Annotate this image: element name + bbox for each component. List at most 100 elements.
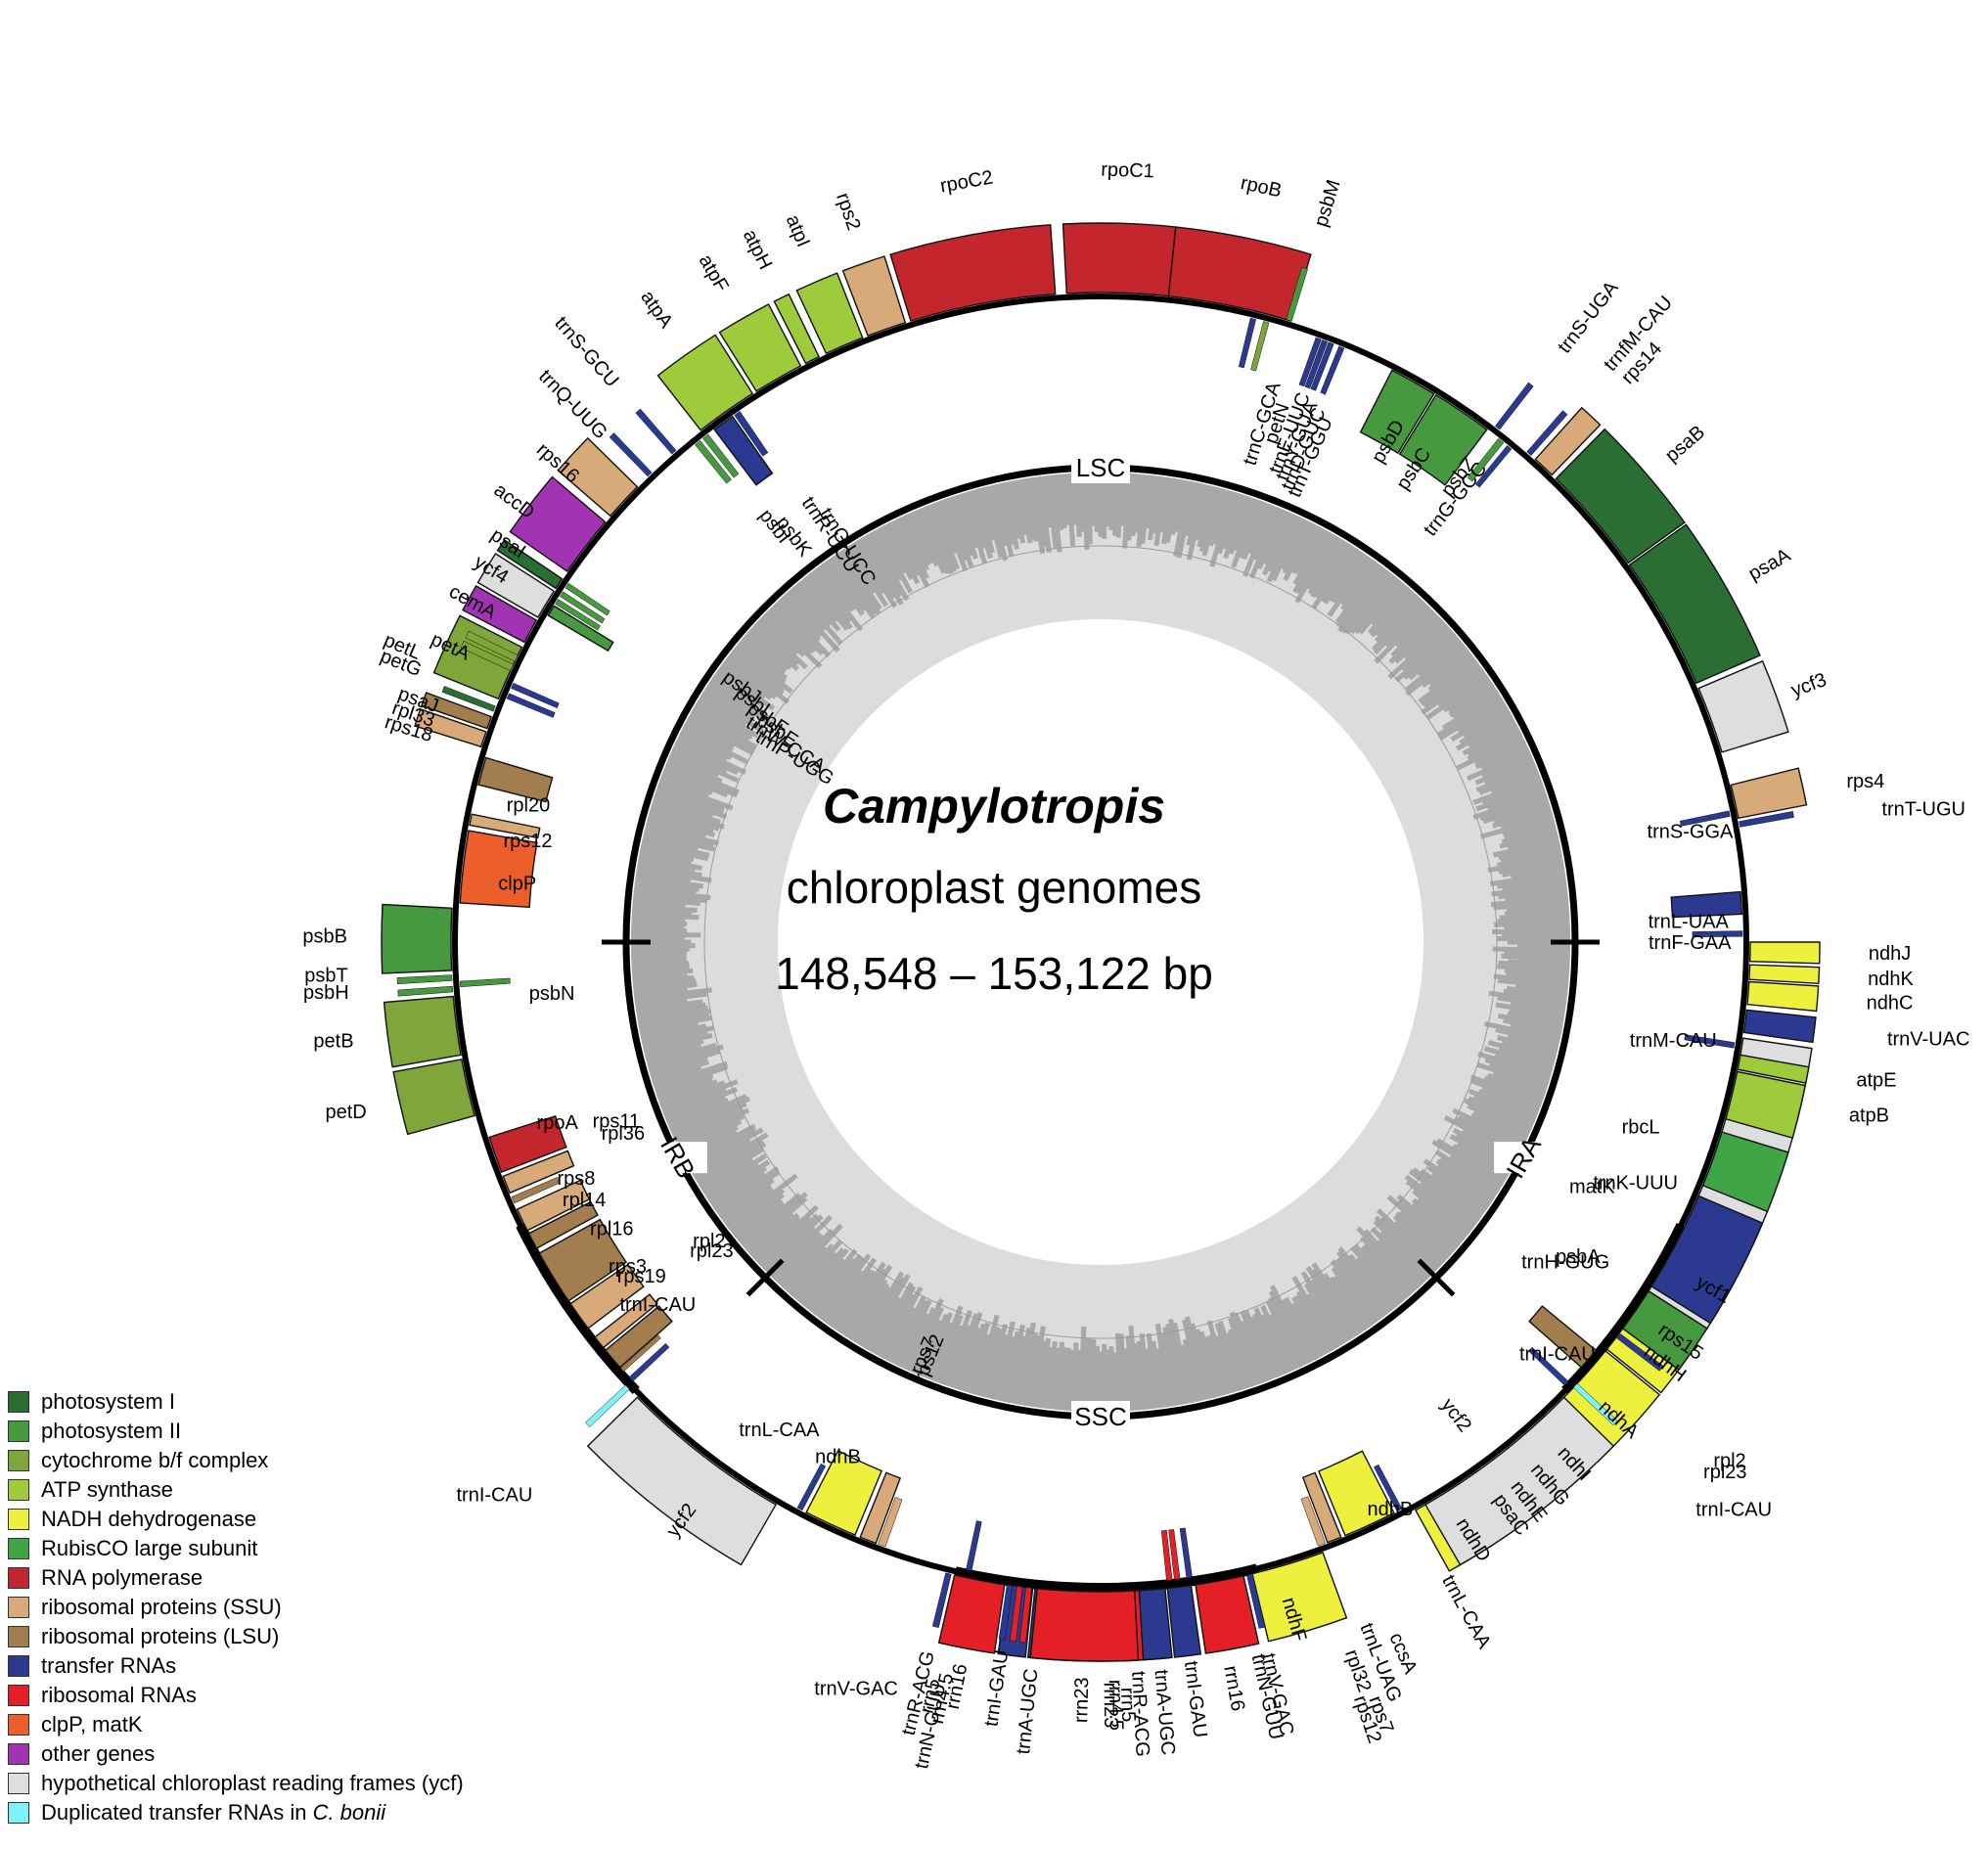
legend-label: clpP, matK <box>41 1712 143 1736</box>
gene-label: trnT-UGU <box>1881 799 1965 821</box>
gene-trni-cau <box>585 1384 630 1427</box>
gene-label: trnV-UAC <box>1887 1029 1969 1051</box>
gene-rrn16 <box>937 1574 1006 1654</box>
gene-cema <box>462 584 538 644</box>
gene-rps12 <box>1300 1496 1327 1547</box>
genus-title: Campylotropis <box>822 779 1166 834</box>
region-label-lsc: LSC <box>1076 453 1126 482</box>
gene-rpoc2 <box>889 224 1057 322</box>
gene-rps3 <box>569 1263 645 1330</box>
gene-label: rpl14 <box>563 1190 606 1211</box>
gene-rps2 <box>841 255 907 338</box>
gene-label: trnI-CAU <box>1695 1499 1772 1520</box>
legend-label: Duplicated transfer RNAs in C. bonii <box>41 1800 386 1825</box>
gene-atpb <box>1725 1070 1807 1139</box>
gene-rps4 <box>1730 767 1808 820</box>
gene-label: petB <box>313 1031 353 1053</box>
gene-label: trnL-UAA <box>1649 912 1730 933</box>
gene-label: rpl2 <box>693 1231 725 1252</box>
gene-label: rps4 <box>1846 771 1884 792</box>
legend-label: ATP synthase <box>41 1477 173 1502</box>
gene-label: rrn23 <box>1100 1682 1122 1728</box>
legend-swatch <box>8 1509 29 1530</box>
gene-label: petD <box>325 1102 366 1123</box>
gene-trnf-gaa <box>1692 930 1743 937</box>
gene-trnv-gac <box>931 1572 952 1628</box>
legend-swatch <box>8 1567 29 1589</box>
legend-label: NADH dehydrogenase <box>41 1507 257 1531</box>
gene-rrn4.5 <box>1018 1587 1032 1644</box>
gene-rpob <box>1167 226 1312 322</box>
gene-ndhb <box>805 1449 883 1536</box>
gene-rpl16 <box>538 1218 627 1302</box>
gene-atpi <box>795 272 864 355</box>
gene-rrn5 <box>1009 1586 1023 1643</box>
gene-trna-ugc <box>1138 1587 1173 1661</box>
gene-trnk-uuu <box>1650 1195 1764 1325</box>
gene-trnl-uaa <box>1670 890 1743 919</box>
gene-petg <box>460 640 515 671</box>
gene-trni-cau <box>1528 1346 1569 1386</box>
gene-rps18 <box>414 708 487 748</box>
legend-label: other genes <box>41 1741 156 1766</box>
gene-trns-gga <box>1679 810 1731 827</box>
gene-trnn-guu <box>966 1520 982 1571</box>
gene-petb <box>383 995 462 1068</box>
legend-swatch <box>8 1597 29 1618</box>
gene-trnh-gug <box>1615 1332 1664 1372</box>
gene-rpl20 <box>477 756 554 803</box>
gene-accd <box>509 475 607 573</box>
gene-psbd <box>1359 369 1435 455</box>
gene-label: rpoC1 <box>1101 159 1154 183</box>
legend-item-other: other genes <box>8 1739 464 1769</box>
legend-swatch <box>8 1714 29 1736</box>
gene-track <box>381 222 1821 1662</box>
gene-label: trnI-CAU <box>457 1485 533 1507</box>
gene-rpl2 <box>1528 1305 1598 1369</box>
legend-item-psI: photosystem I <box>8 1387 464 1417</box>
gene-label: ndhK <box>1868 969 1914 990</box>
subtitle: chloroplast genomes <box>786 862 1202 913</box>
gene-rps12 <box>469 813 541 839</box>
gene-label: rpl16 <box>590 1219 633 1240</box>
gene-trnc-gca <box>1238 317 1257 369</box>
gene-label: rpl2 <box>1713 1450 1745 1471</box>
gene-label: ndhC <box>1867 993 1914 1015</box>
gene-ycf2 <box>1424 1396 1615 1566</box>
gene-psbh <box>397 985 454 997</box>
gene-trng-ucc <box>734 411 769 457</box>
legend-label: ribosomal RNAs <box>41 1683 197 1707</box>
gene-psbj <box>565 582 610 616</box>
legend-item-ndh: NADH dehydrogenase <box>8 1505 464 1534</box>
gene-label: psbH <box>303 982 349 1004</box>
gene-ndhj <box>1748 941 1821 965</box>
gene-trni-cau <box>1572 1382 1618 1426</box>
gene-trnr-acg <box>1179 1527 1193 1579</box>
gene-label: psbB <box>302 925 347 947</box>
gene-psbz <box>1467 437 1505 482</box>
gene-trnw-cca <box>511 682 560 709</box>
gc-content-ring <box>630 472 1571 1413</box>
legend-item-psII: photosystem II <box>8 1417 464 1446</box>
gene-ycf3 <box>1697 659 1789 753</box>
legend-item-rpl: ribosomal proteins (LSU) <box>8 1622 464 1651</box>
gene-trni-gau <box>1166 1584 1202 1658</box>
legend-item-clp: clpP, matK <box>8 1710 464 1739</box>
gene-label: atpF <box>695 251 733 296</box>
legend-swatch <box>8 1655 29 1677</box>
gene-rps19 <box>594 1293 658 1349</box>
gene-atph <box>773 293 820 365</box>
gene-label: rrn4.5 <box>1105 1680 1127 1732</box>
gene-label: atpA <box>636 287 677 333</box>
gene-label: rbcL <box>1622 1117 1660 1139</box>
legend-item-rps: ribosomal proteins (SSU) <box>8 1593 464 1622</box>
gene-label: psaB <box>1661 422 1709 467</box>
gene-psba <box>1621 1289 1708 1372</box>
legend-swatch <box>8 1479 29 1501</box>
gene-label: ndhB <box>815 1447 861 1468</box>
gene-label: trnK-UUU <box>1593 1172 1678 1194</box>
gene-trnp-ugg <box>506 693 556 718</box>
gene-psai <box>496 539 564 590</box>
gene-label: rrn23 <box>1070 1677 1093 1723</box>
gene-ycf2 <box>586 1396 777 1566</box>
